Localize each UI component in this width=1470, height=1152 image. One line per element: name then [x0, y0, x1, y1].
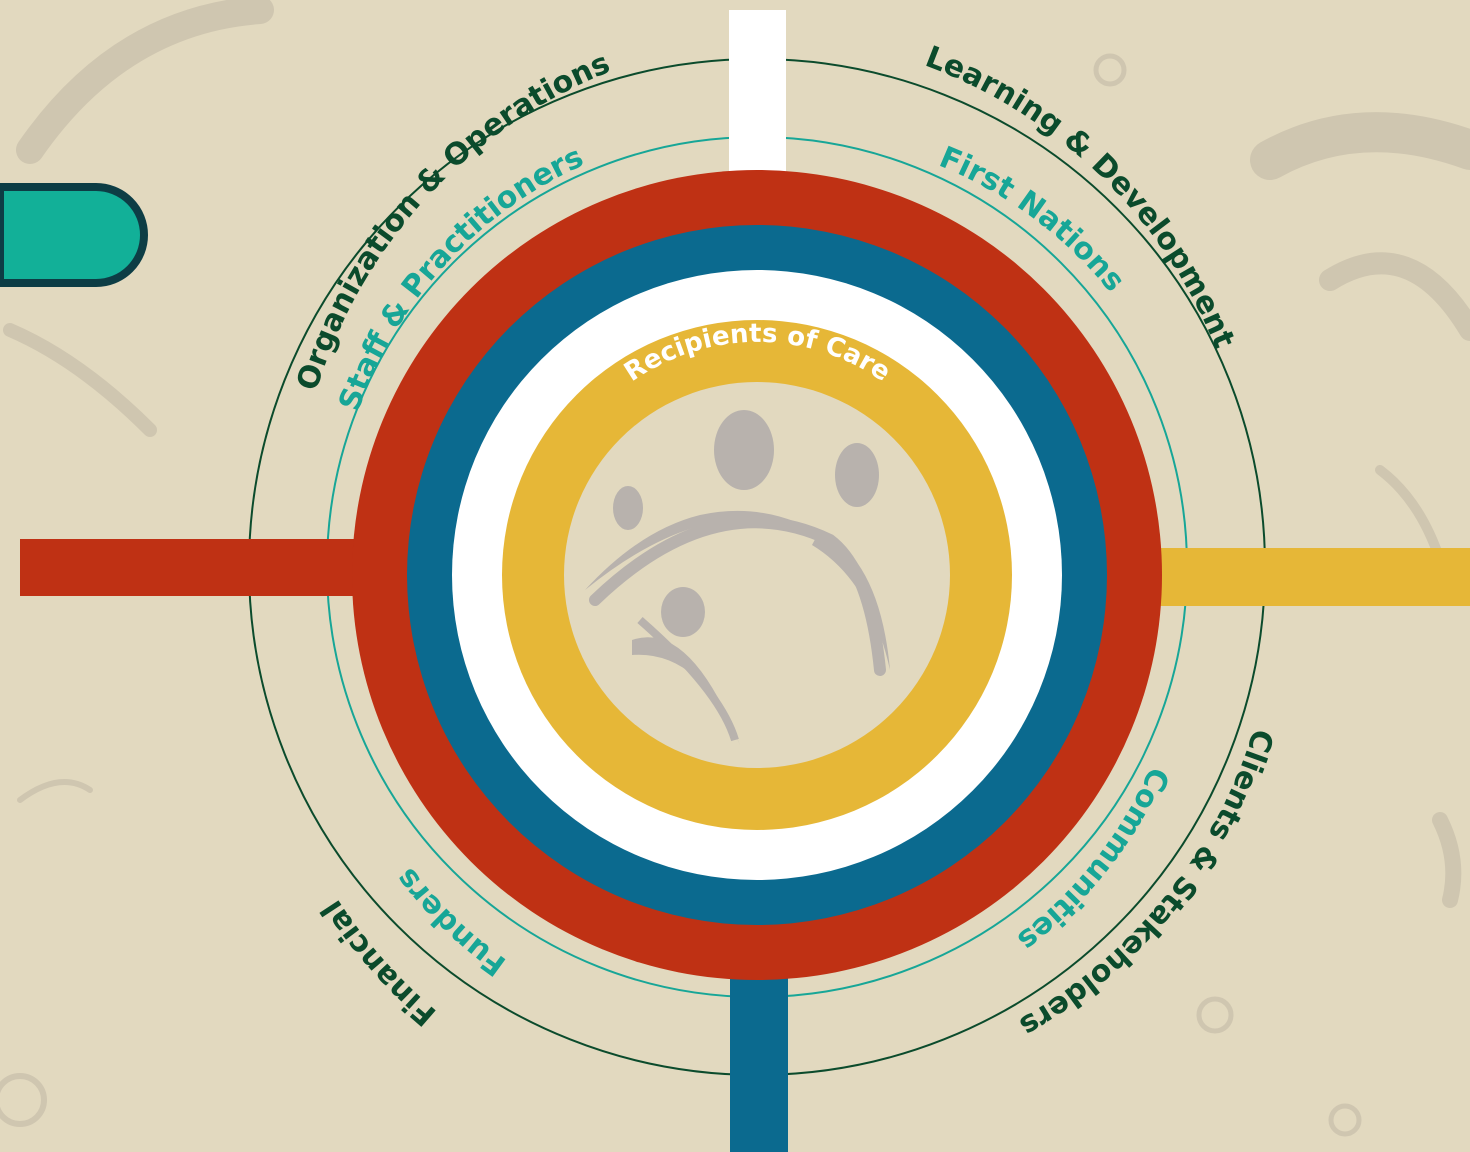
swirl-top-left	[16, 0, 274, 164]
swirl-dot-2	[1196, 996, 1234, 1034]
swirl-top-right	[1250, 112, 1470, 180]
swirl-dot-4	[1328, 1103, 1362, 1137]
swirl-bottom-right	[1432, 812, 1462, 908]
spoke-bottom-blue	[730, 960, 788, 1152]
swirl-right-mid	[1375, 465, 1445, 565]
people-arc-stroke	[589, 516, 886, 676]
swirl-right	[1319, 252, 1470, 341]
swirl-dot-1	[1093, 53, 1127, 87]
spoke-top-white	[729, 10, 786, 180]
swirl-left	[3, 323, 157, 437]
teal-tab	[0, 183, 148, 287]
swirl-dot-3	[0, 1073, 47, 1127]
swirl-bottom-left	[17, 779, 93, 803]
spoke-right-gold	[1150, 548, 1470, 606]
spoke-left-red	[20, 539, 380, 596]
